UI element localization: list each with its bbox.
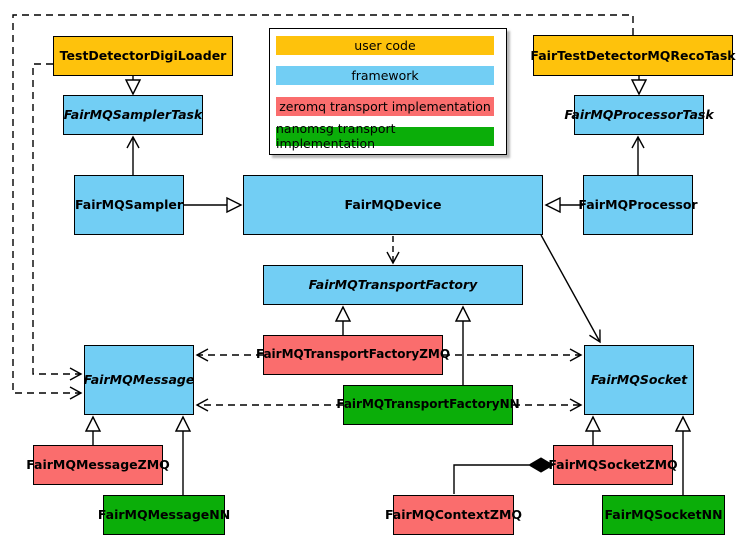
node-testdetectordigiloader: TestDetectorDigiLoader bbox=[53, 36, 233, 76]
node-fairmqprocessortask: FairMQProcessorTask bbox=[564, 95, 714, 135]
edge-dep-digiloader-message bbox=[32, 63, 83, 381]
node-fairmqprocessor: FairMQProcessor bbox=[578, 175, 698, 235]
legend-item-nanomsg: nanomsg transport implementation bbox=[276, 121, 494, 151]
node-fairmqtransportfactoryzmq: FairMQTransportFactoryZMQ bbox=[256, 335, 450, 375]
legend-item-user-code: user code bbox=[276, 36, 494, 55]
node-fairmqsocket: FairMQSocket bbox=[584, 345, 694, 415]
node-fairmqsamplertask: FairMQSamplerTask bbox=[63, 95, 203, 135]
node-fairmqtransportfactorynn: FairMQTransportFactoryNN bbox=[336, 385, 520, 425]
node-fairmqsampler: FairMQSampler bbox=[74, 175, 184, 235]
composition-diamond bbox=[528, 457, 554, 473]
edge-dep-recotask-message bbox=[12, 14, 634, 400]
node-fairmqdevice: FairMQDevice bbox=[243, 175, 543, 235]
node-fairmqmessagezmq: FairMQMessageZMQ bbox=[26, 445, 170, 485]
node-fairmqmessagenn: FairMQMessageNN bbox=[98, 495, 230, 535]
legend-item-zeromq: zeromq transport implementation bbox=[276, 96, 494, 116]
node-fairmqcontextzmq: FairMQContextZMQ bbox=[385, 495, 522, 535]
node-fairmqsocketzmq: FairMQSocketZMQ bbox=[548, 445, 678, 485]
node-fairmqsocketnn: FairMQSocketNN bbox=[602, 495, 725, 535]
node-fairtestdetectormqrecotask: FairTestDetectorMQRecoTask bbox=[530, 35, 736, 76]
legend-item-framework: framework bbox=[276, 66, 494, 86]
edge-comp-socketzmq-contextzmq bbox=[453, 464, 529, 494]
legend: user code framework zeromq transport imp… bbox=[269, 28, 507, 155]
edge-assoc-device-socket bbox=[540, 234, 601, 344]
node-fairmqtransportfactory: FairMQTransportFactory bbox=[263, 265, 523, 305]
node-fairmqmessage: FairMQMessage bbox=[84, 345, 194, 415]
